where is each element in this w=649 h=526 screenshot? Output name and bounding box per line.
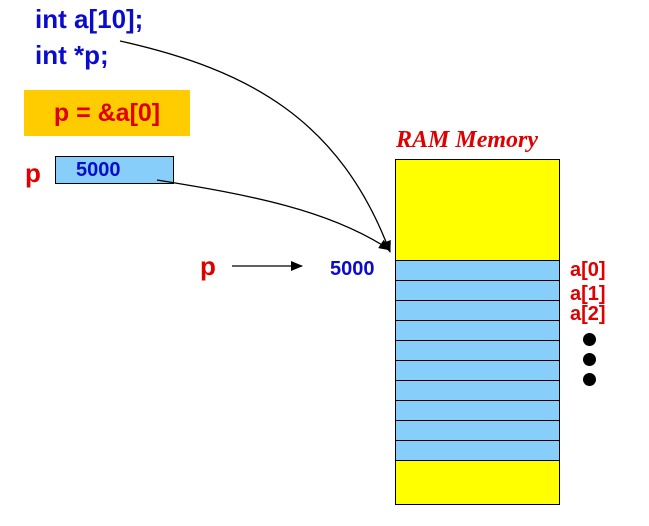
ram-title: RAM Memory [396, 127, 539, 153]
assignment-statement: p = &a[0] [53, 98, 161, 127]
arrow-pointer-to-memory [156, 179, 391, 251]
array-cell [396, 421, 559, 441]
ellipsis-dot [583, 333, 596, 346]
array-cell [396, 301, 559, 321]
ellipsis-dot [583, 353, 596, 366]
code-line-pointer-decl: int *p; [35, 40, 109, 70]
element-label-0: a[0] [570, 259, 606, 281]
array-cell [396, 321, 559, 341]
pointer-arrow-label: p [200, 251, 216, 281]
array-cell [396, 341, 559, 361]
pointer-value: 5000 [76, 159, 121, 181]
assignment-statement-box: p = &a[0] [24, 90, 190, 136]
array-cell [396, 381, 559, 401]
ram-free-region-top [396, 160, 559, 261]
ram-memory-block [395, 159, 560, 505]
ellipsis-dot [583, 373, 596, 386]
ram-free-region-bottom [396, 461, 559, 504]
array-cell [396, 281, 559, 301]
array-cell [396, 361, 559, 381]
arrow-decl-to-memory [119, 40, 391, 253]
array-cell [396, 441, 559, 461]
pointer-variable-label: p [25, 158, 41, 188]
array-cells [396, 261, 559, 461]
element-label-1: a[1] [570, 283, 606, 305]
code-line-array-decl: int a[10]; [35, 4, 144, 34]
element-label-2: a[2] [570, 303, 606, 325]
pointer-value-box: 5000 [55, 156, 174, 184]
array-cell [396, 261, 559, 281]
address-label: 5000 [330, 258, 375, 280]
array-cell [396, 401, 559, 421]
